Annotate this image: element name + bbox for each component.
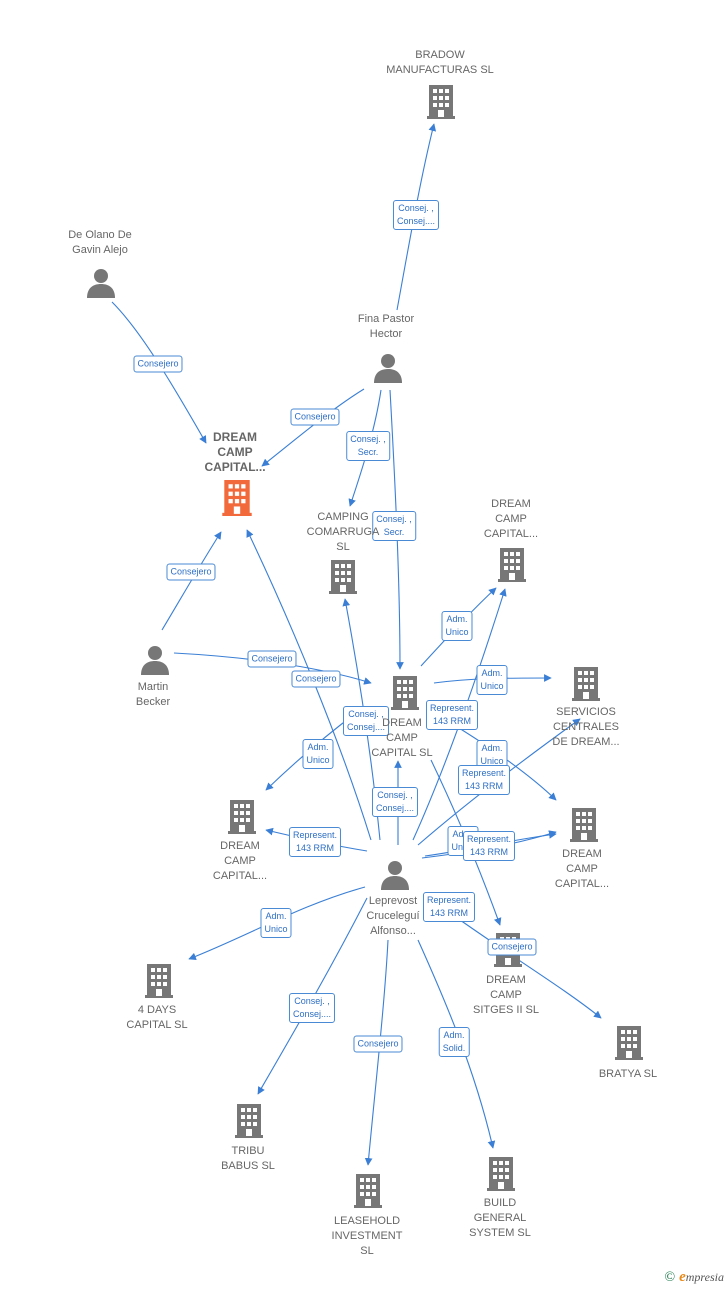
building-icon[interactable] <box>354 1174 382 1208</box>
building-icon[interactable] <box>145 964 173 998</box>
building-icon[interactable] <box>570 808 598 842</box>
edge-role-label[interactable]: Adm.Unico <box>476 665 508 695</box>
edge-line <box>161 531 222 631</box>
building-icon[interactable] <box>235 1104 263 1138</box>
edge-role-label[interactable]: Consejero <box>353 1035 403 1053</box>
logo-initial: e <box>679 1269 686 1285</box>
building-icon[interactable] <box>228 800 256 834</box>
empresia-logo[interactable]: ©empresia <box>664 1269 724 1286</box>
person-icon[interactable] <box>374 354 402 383</box>
edge-role-label[interactable]: Adm.Unico <box>441 611 473 641</box>
edge-role-label[interactable]: Represent.143 RRM <box>425 700 479 730</box>
edge-role-label[interactable]: Consejero <box>290 408 340 426</box>
building-icon[interactable] <box>487 1157 515 1191</box>
edge-role-label[interactable]: Represent.143 RRM <box>457 765 511 795</box>
edge-role-label[interactable]: Adm.Solid. <box>438 1027 470 1057</box>
edge-line <box>364 939 389 1166</box>
edge-role-label[interactable]: Represent.143 RRM <box>462 831 516 861</box>
edge-role-label[interactable]: Consej. ,Consej.... <box>371 787 419 817</box>
edge-role-label[interactable]: Adm.Unico <box>302 739 334 769</box>
edge-role-label[interactable]: Consejero <box>487 938 537 956</box>
copyright-symbol: © <box>664 1270 676 1285</box>
person-icon[interactable] <box>141 646 169 675</box>
node-label-bratya[interactable]: BRATYA SL <box>598 1068 658 1080</box>
edge-role-label[interactable]: Adm.Unico <box>260 908 292 938</box>
edge-role-label[interactable]: Consej. ,Consej.... <box>288 993 336 1023</box>
building-icon[interactable] <box>572 667 600 701</box>
person-icon[interactable] <box>381 861 409 890</box>
edge-role-label[interactable]: Represent.143 RRM <box>422 892 476 922</box>
edge-role-label[interactable]: Consej. ,Secr. <box>346 431 390 461</box>
building-icon[interactable] <box>391 676 419 710</box>
logo-name: mpresia <box>685 1270 724 1284</box>
edge-role-label[interactable]: Consejero <box>133 355 183 373</box>
building-icon[interactable] <box>427 85 455 119</box>
building-icon[interactable] <box>615 1026 643 1060</box>
person-icon[interactable] <box>87 269 115 298</box>
edge-role-label[interactable]: Consejero <box>247 650 297 668</box>
building-icon[interactable] <box>498 548 526 582</box>
edge-role-label[interactable]: Represent.143 RRM <box>288 827 342 857</box>
edge-line <box>261 388 365 467</box>
edge-role-label[interactable]: Consej. ,Consej.... <box>342 706 390 736</box>
edge-role-label[interactable]: Consej. ,Secr. <box>372 511 416 541</box>
edge-role-label[interactable]: Consej. ,Consej.... <box>392 200 440 230</box>
edge-line <box>111 301 207 444</box>
edge-line <box>412 588 507 841</box>
building-icon[interactable] <box>329 560 357 594</box>
building-icon[interactable] <box>222 480 252 516</box>
edge-role-label[interactable]: Consejero <box>291 670 341 688</box>
edge-role-label[interactable]: Consejero <box>166 563 216 581</box>
